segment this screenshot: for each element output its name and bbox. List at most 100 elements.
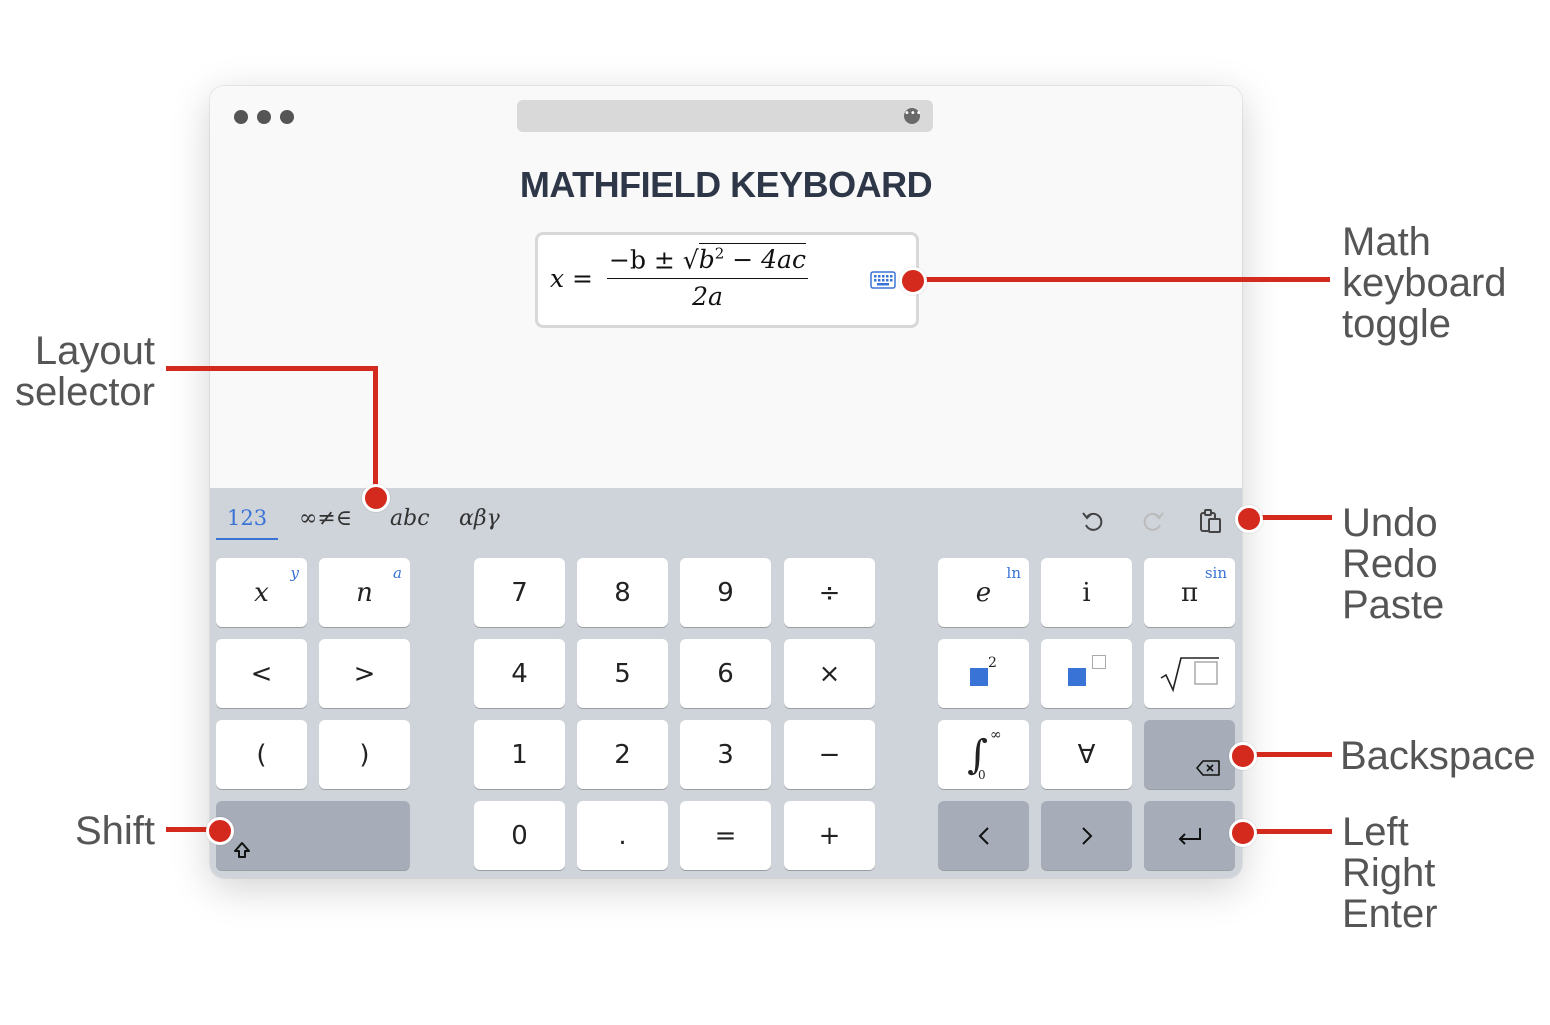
window-dot[interactable] <box>234 110 248 124</box>
backspace-key[interactable] <box>1144 720 1235 789</box>
browser-window: ••• MATHFIELD KEYBOARD x = −b ± √b2 − 4a… <box>210 86 1242 878</box>
key-8-label: 8 <box>614 577 631 608</box>
key-n-shift-label: a <box>393 564 402 582</box>
window-dot[interactable] <box>257 110 271 124</box>
key-minus[interactable]: − <box>784 720 875 789</box>
page-title: MATHFIELD KEYBOARD <box>519 164 933 205</box>
window-dot[interactable] <box>280 110 294 124</box>
key-n-label: n <box>356 577 373 608</box>
callout-pin-layout-selector <box>362 484 390 512</box>
callout-line-undo-redo-paste <box>1250 515 1332 520</box>
key-3[interactable]: 3 <box>680 720 771 789</box>
active-tab-indicator <box>216 538 278 540</box>
key-plus-label: + <box>818 820 841 851</box>
keyboard-toggle-icon[interactable] <box>870 271 896 289</box>
key-6-label: 6 <box>717 658 734 689</box>
numerator: −b ± √b2 − 4ac <box>607 243 808 280</box>
key-8[interactable]: 8 <box>577 558 668 627</box>
annotation-backspace: Backspace <box>1340 734 1536 778</box>
key-0[interactable]: 0 <box>474 801 565 870</box>
key-open-paren[interactable]: ( <box>216 720 307 789</box>
empty-box-icon <box>1091 655 1106 669</box>
key-close-paren[interactable]: ) <box>319 720 410 789</box>
enter-key[interactable] <box>1144 801 1235 870</box>
return-icon <box>1178 827 1201 845</box>
key-7[interactable]: 7 <box>474 558 565 627</box>
key-power[interactable] <box>1041 639 1132 708</box>
chevron-left-icon <box>978 826 989 845</box>
key-2[interactable]: 2 <box>577 720 668 789</box>
key-forall[interactable]: ∀ <box>1041 720 1132 789</box>
tab-symbols[interactable]: ∞≠∈ <box>299 506 353 531</box>
tab-greek[interactable]: αβγ <box>459 506 500 531</box>
annotation-line: Undo <box>1342 501 1438 545</box>
key-close-paren-label: ) <box>359 739 370 770</box>
key-pi-label: π <box>1180 577 1199 608</box>
fraction: −b ± √b2 − 4ac 2a <box>607 243 808 311</box>
key-less-than-label: < <box>250 658 273 689</box>
key-decimal-label: . <box>618 820 627 851</box>
annotation-line: toggle <box>1342 302 1451 346</box>
callout-pin-undo-redo-paste <box>1235 505 1263 533</box>
key-4[interactable]: 4 <box>474 639 565 708</box>
key-7-label: 7 <box>511 577 528 608</box>
key-equals[interactable]: = <box>680 801 771 870</box>
key-equals-label: = <box>714 820 737 851</box>
shift-icon <box>234 842 250 858</box>
key-1-label: 1 <box>511 739 528 770</box>
key-divide-label: ÷ <box>818 577 841 608</box>
key-square-exp: 2 <box>988 655 997 671</box>
key-square[interactable]: 2 <box>938 639 1029 708</box>
annotation-left-right-enter: Left Right Enter <box>1342 812 1438 935</box>
key-greater-than[interactable]: > <box>319 639 410 708</box>
key-divide[interactable]: ÷ <box>784 558 875 627</box>
numerator-lead: −b ± <box>609 245 683 275</box>
key-2-label: 2 <box>614 739 631 770</box>
key-e-shift-label: ln <box>1006 564 1021 582</box>
callout-line-layout-selector-vertical <box>373 366 378 496</box>
tab-numeric[interactable]: 123 <box>227 506 268 530</box>
key-multiply-label: × <box>818 658 841 689</box>
key-imaginary[interactable]: i <box>1041 558 1132 627</box>
key-less-than[interactable]: < <box>216 639 307 708</box>
annotation-line: Paste <box>1342 583 1445 627</box>
key-9[interactable]: 9 <box>680 558 771 627</box>
key-9-label: 9 <box>717 577 734 608</box>
key-1[interactable]: 1 <box>474 720 565 789</box>
undo-icon[interactable] <box>1080 508 1106 534</box>
radicand-rest: − 4ac <box>724 245 806 275</box>
key-integral[interactable]: ∫ ∞ 0 <box>938 720 1029 789</box>
key-forall-label: ∀ <box>1077 739 1096 770</box>
key-multiply[interactable]: × <box>784 639 875 708</box>
key-decimal[interactable]: . <box>577 801 668 870</box>
more-icon[interactable]: ••• <box>904 108 922 124</box>
key-sqrt[interactable] <box>1144 639 1235 708</box>
right-arrow-key[interactable] <box>1041 801 1132 870</box>
paste-icon[interactable] <box>1198 508 1224 534</box>
redo-icon[interactable] <box>1140 508 1166 534</box>
radicand-exp: 2 <box>714 244 725 263</box>
integral-sign: ∫ <box>967 731 988 778</box>
formula-lhs: x = <box>550 263 593 293</box>
key-0-label: 0 <box>511 820 528 851</box>
callout-pin-shift <box>206 817 234 845</box>
left-arrow-key[interactable] <box>938 801 1029 870</box>
tab-alphabetic[interactable]: abc <box>390 506 430 531</box>
address-bar[interactable]: ••• <box>517 100 933 132</box>
key-5[interactable]: 5 <box>577 639 668 708</box>
annotation-math-keyboard-toggle: Math keyboard toggle <box>1342 222 1507 345</box>
math-field[interactable]: x = −b ± √b2 − 4ac 2a <box>535 232 919 328</box>
key-plus[interactable]: + <box>784 801 875 870</box>
key-5-label: 5 <box>614 658 631 689</box>
shift-key[interactable] <box>216 801 410 870</box>
key-6[interactable]: 6 <box>680 639 771 708</box>
annotation-line: Redo <box>1342 542 1438 586</box>
key-minus-label: − <box>818 739 841 770</box>
key-greater-than-label: > <box>353 658 376 689</box>
annotation-line: Left <box>1342 810 1409 854</box>
